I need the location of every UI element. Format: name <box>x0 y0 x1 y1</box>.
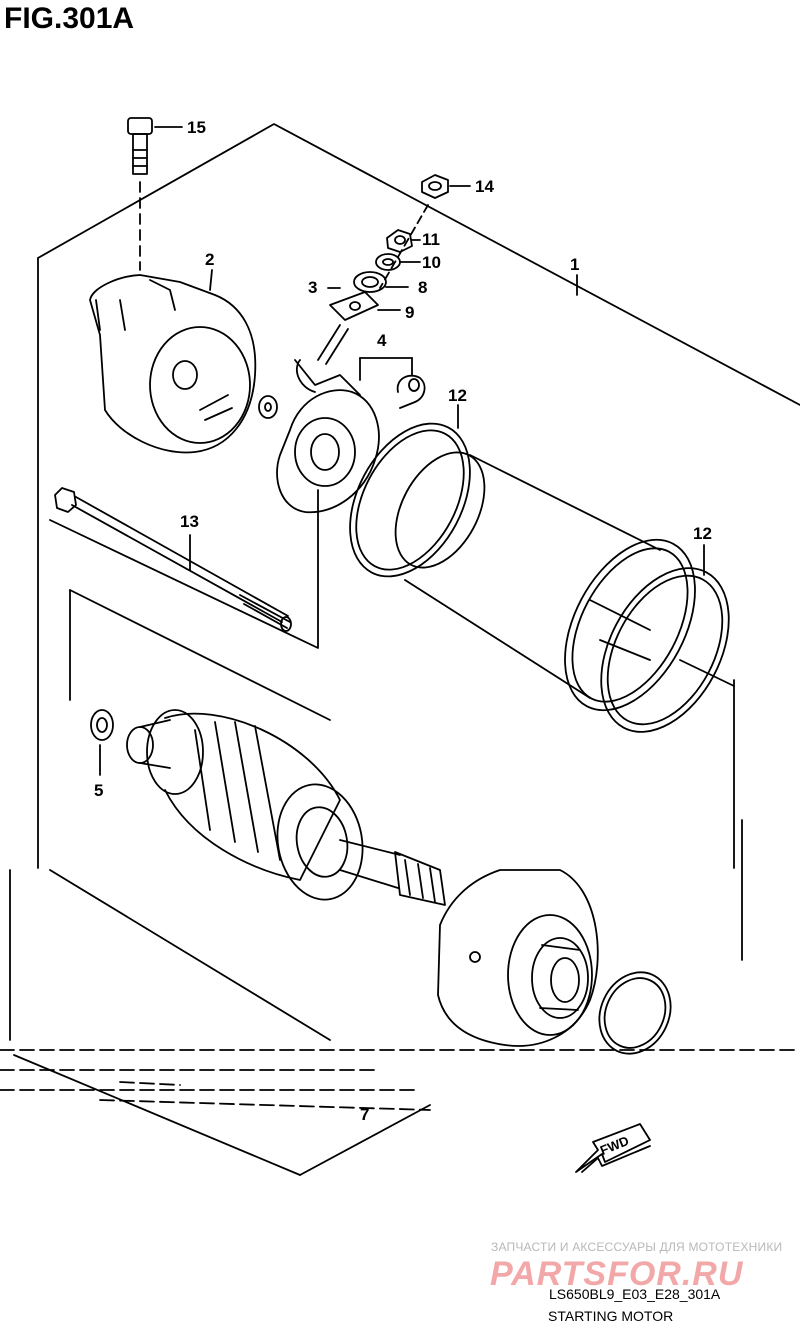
part-7-area <box>0 1049 800 1111</box>
bolt-15 <box>127 117 183 271</box>
washer-5 <box>90 709 114 776</box>
o-ring-12-upper <box>349 404 471 578</box>
callout-7: 7 <box>360 1105 369 1124</box>
terminal-hardware <box>327 174 471 321</box>
callout-1: 1 <box>570 255 579 274</box>
watermark-tagline: ЗАПЧАСТИ И АКСЕССУАРЫ ДЛЯ МОТОТЕХНИКИ <box>491 1240 783 1254</box>
through-bolt-13 <box>49 487 319 649</box>
callout-8: 8 <box>418 278 427 297</box>
callout-5: 5 <box>94 781 103 800</box>
brush-holder-4 <box>276 324 426 514</box>
armature <box>126 709 446 906</box>
yoke-housing <box>394 451 696 712</box>
o-ring-front <box>598 971 672 1055</box>
washer-small <box>258 395 278 419</box>
callout-labels: 1 2 3 4 5 7 8 9 10 11 12 12 13 14 15 FWD <box>94 118 712 1158</box>
callout-4: 4 <box>377 331 387 350</box>
callout-11: 11 <box>422 230 440 249</box>
cap-nut-14 <box>421 174 449 199</box>
armature-bracket <box>69 589 331 721</box>
plate-9 <box>329 291 379 321</box>
watermark-logo: PARTSFOR.RU <box>490 1255 744 1293</box>
assembly-outline <box>37 123 800 1041</box>
figure-title: FIG.301A <box>4 2 135 35</box>
o-ring-12-lower <box>600 544 735 733</box>
callout-14: 14 <box>475 177 494 196</box>
callout-15: 15 <box>187 118 206 137</box>
fwd-arrow <box>575 1123 651 1173</box>
washer-10 <box>375 253 401 271</box>
figure-code: LS650BL9_E03_E28_301A <box>549 1286 721 1302</box>
callout-9: 9 <box>405 303 414 322</box>
callout-12a: 12 <box>448 386 467 405</box>
washer-8 <box>353 271 387 293</box>
callout-3: 3 <box>308 278 317 297</box>
callout-13: 13 <box>180 512 199 531</box>
nut-11 <box>386 229 413 253</box>
front-housing <box>437 869 599 1047</box>
callout-12b: 12 <box>693 524 712 543</box>
callout-2: 2 <box>205 250 214 269</box>
rear-cover-2 <box>89 269 257 454</box>
callout-10: 10 <box>422 253 441 272</box>
figure-name: STARTING MOTOR <box>548 1308 674 1324</box>
